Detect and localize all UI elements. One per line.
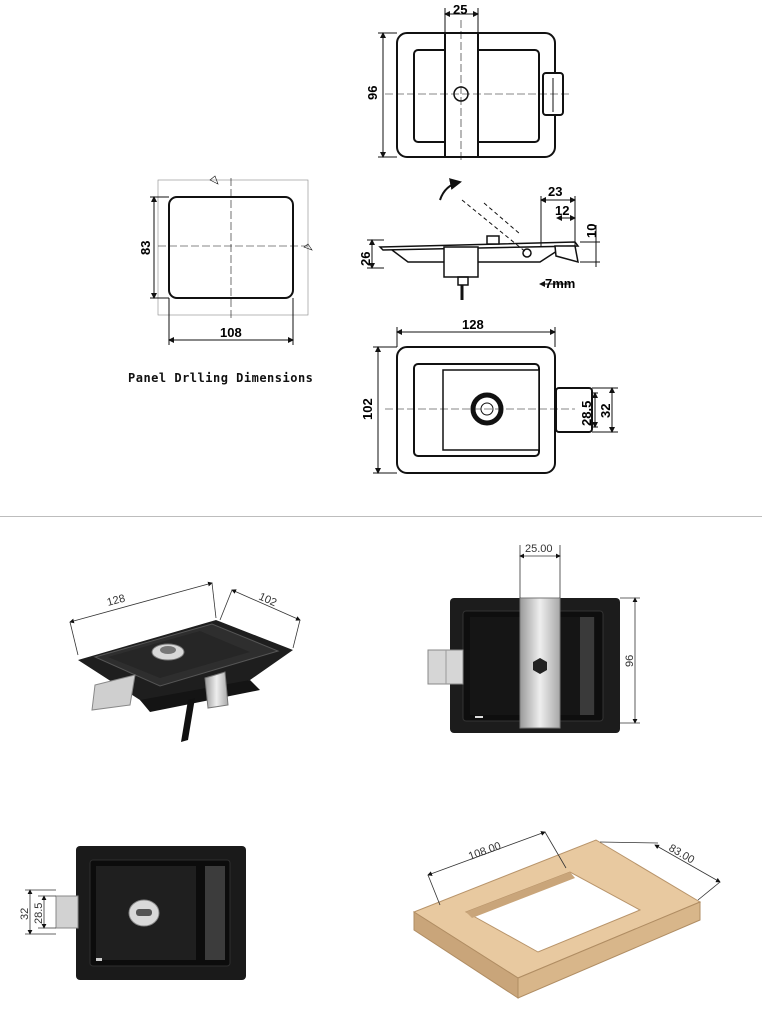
back-render-label-32: 32	[19, 908, 31, 920]
front-view-height-label: 96	[365, 86, 380, 100]
side-view-label-26: 26	[358, 252, 373, 266]
side-view-label-23: 23	[548, 184, 562, 199]
side-view	[378, 178, 580, 300]
side-view-dimensions	[367, 196, 600, 287]
back-view	[385, 346, 593, 474]
back-view-height-label: 102	[360, 398, 375, 420]
back-view-dimensions	[373, 327, 618, 474]
back-view-width-label: 128	[462, 317, 484, 332]
back-view-latch-label-28-5: 28.5	[579, 401, 594, 426]
panel-render-width-label: 108.00	[467, 840, 503, 863]
front-render-height-label: 96	[624, 655, 636, 667]
panel-drilling-caption: Panel Drlling Dimensions	[128, 371, 314, 385]
panel-render	[412, 839, 702, 999]
section-divider	[0, 516, 762, 517]
side-view-label-12: 12	[555, 203, 569, 218]
panel-cutout-height-label: 83	[138, 241, 153, 255]
back-render-label-28-5: 28.5	[33, 903, 45, 924]
front-view-dimensions	[378, 8, 479, 158]
panel-cutout-view	[157, 175, 313, 318]
front-view	[385, 20, 570, 160]
back-render-dimensions	[25, 889, 56, 935]
front-render	[427, 597, 620, 733]
side-view-label-7mm: 7mm	[545, 276, 575, 291]
iso-render-dimensions	[69, 581, 301, 656]
front-render-dimensions	[519, 545, 640, 724]
front-render-width-label: 25.00	[525, 543, 553, 555]
panel-render-dimensions	[427, 831, 721, 906]
iso-render	[78, 620, 293, 742]
panel-cutout-width-label: 108	[220, 325, 242, 340]
iso-width-label: 102	[257, 591, 279, 609]
panel-render-depth-label: 83.00	[667, 842, 697, 866]
side-view-label-10: 10	[584, 224, 599, 238]
back-view-latch-label-32: 32	[598, 404, 613, 418]
iso-length-label: 128	[106, 593, 127, 609]
front-view-width-label: 25	[453, 2, 467, 17]
panel-cutout-dimensions	[150, 196, 294, 345]
back-render	[55, 846, 246, 980]
